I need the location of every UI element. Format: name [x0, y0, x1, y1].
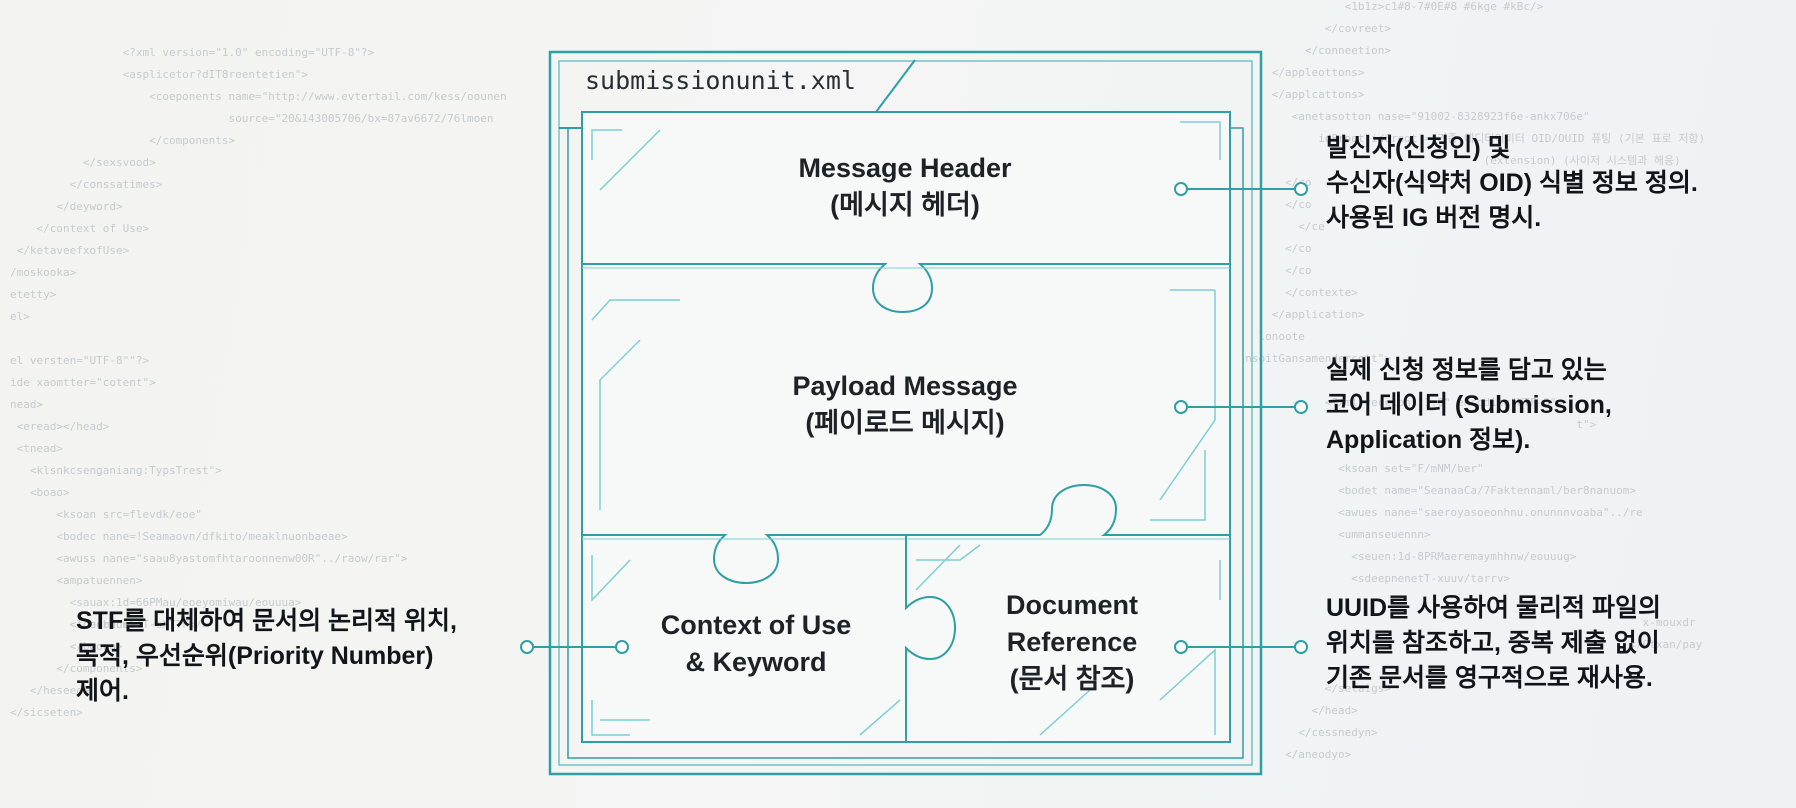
payload-connector-dot-outer [1294, 400, 1308, 414]
header-connector-dot-outer [1294, 182, 1308, 196]
annotation-payload-message-line-3: Application 정보). [1326, 426, 1531, 454]
annotation-message-header-line-2: 수신자(식약처 OID) 식별 정보 정의. [1326, 169, 1698, 197]
annotation-message-header-line-1: 발신자(신청인) 및 [1326, 134, 1511, 162]
annotation-message-header: 발신자(신청인) 및 수신자(식약처 OID) 식별 정보 정의. 사용된 IG… [1326, 131, 1698, 236]
document-reference-label-1: Document [1005, 590, 1138, 620]
annotation-context-of-use-line-2: 목적, 우선순위(Priority Number) [76, 642, 434, 670]
annotation-payload-message-line-1: 실제 신청 정보를 담고 있는 [1326, 356, 1607, 384]
header-payload-divider [582, 263, 1230, 314]
decorative-corner-lines [591, 121, 1221, 736]
outer-frame-inner-line [558, 60, 1253, 766]
annotation-document-reference-line-1: UUID를 사용하여 물리적 파일의 [1326, 594, 1661, 622]
connectors [520, 182, 1308, 654]
outer-frame [548, 50, 1263, 776]
annotation-context-of-use-line-1: STF를 대체하여 문서의 논리적 위치, [76, 607, 457, 635]
payload-lower-divider [582, 483, 1230, 585]
annotation-message-header-line-3: 사용된 IG 버전 명시. [1326, 204, 1542, 232]
reference-connector-dot-outer [1294, 640, 1308, 654]
annotation-document-reference-line-2: 위치를 참조하고, 중복 제출 없이 [1326, 629, 1660, 657]
annotation-payload-message-line-2: 코어 데이터 (Submission, [1326, 391, 1612, 419]
document-reference-sublabel: (문서 참조) [1009, 664, 1135, 694]
payload-message-sublabel: (페이로드 메시지) [805, 408, 1005, 438]
context-reference-divider [905, 535, 957, 742]
annotation-document-reference: UUID를 사용하여 물리적 파일의 위치를 참조하고, 중복 제출 없이 기존… [1326, 591, 1661, 696]
section-context-of-use: Context of Use & Keyword [626, 607, 886, 681]
section-document-reference: Document Reference (문서 참조) [972, 587, 1172, 698]
reference-connector-dot-inner [1174, 640, 1188, 654]
context-of-use-sublabel: & Keyword [685, 647, 827, 677]
section-message-header: Message Header (메시지 헤더) [730, 150, 1080, 224]
content-frame [581, 111, 1231, 743]
annotation-payload-message: 실제 신청 정보를 담고 있는 코어 데이터 (Submission, Appl… [1326, 353, 1612, 458]
annotation-context-of-use-line-3: 제어. [76, 677, 129, 705]
context-of-use-label: Context of Use [660, 610, 852, 640]
context-connector-dot-inner [615, 640, 629, 654]
message-header-label: Message Header [798, 153, 1012, 183]
payload-connector-dot-inner [1174, 400, 1188, 414]
annotation-context-of-use: STF를 대체하여 문서의 논리적 위치, 목적, 우선순위(Priority … [76, 604, 457, 709]
context-connector-dot-outer [520, 640, 534, 654]
annotation-document-reference-line-3: 기존 문서를 영구적으로 재사용. [1326, 664, 1653, 692]
message-header-sublabel: (메시지 헤더) [830, 190, 980, 220]
payload-message-label: Payload Message [792, 371, 1018, 401]
header-connector-dot-inner [1174, 182, 1188, 196]
document-reference-label-2: Reference [1006, 627, 1138, 657]
section-payload-message: Payload Message (페이로드 메시지) [730, 368, 1080, 442]
document-title: submissionunit.xml [585, 66, 856, 95]
